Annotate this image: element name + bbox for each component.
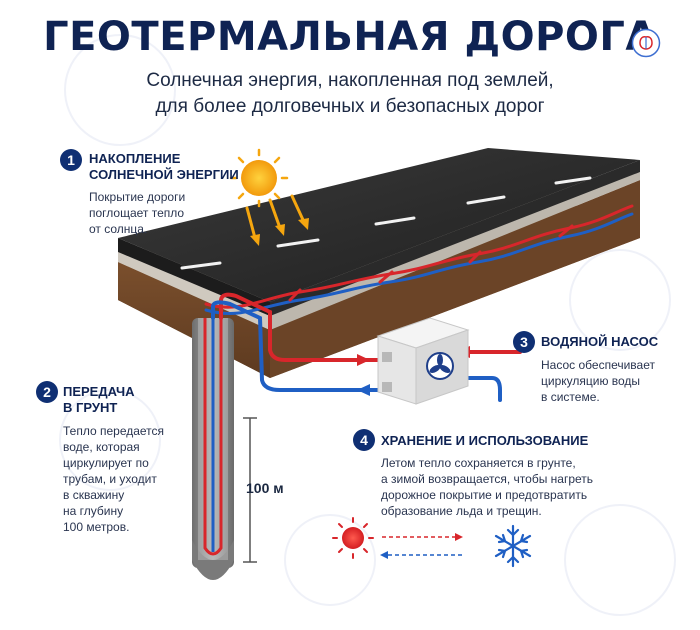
subtitle-line: Солнечная энергия, накопленная под земле… [146, 70, 554, 91]
page-title: ГЕОТЕРМАЛЬНАЯ ДОРОГА [43, 14, 657, 60]
water-pump-icon [376, 317, 470, 405]
step-2-text-line: трубам, и уходит [63, 472, 157, 486]
step-3-text-line: Насос обеспечивает [541, 358, 655, 372]
sun-icon [229, 148, 309, 246]
borehole-hot-pipe [203, 318, 223, 556]
step-1-title: НАКОПЛЕНИЕ СОЛНЕЧНОЙ ЭНЕРГИИ [89, 151, 239, 183]
step-4-text-line: а зимой возвращается, чтобы нагреть [381, 472, 594, 486]
step-4-text: Летом тепло сохраняется в грунте, а зимо… [381, 455, 593, 519]
step-3-title-line: ВОДЯНОЙ НАСОС [541, 334, 659, 349]
road-cross-section [118, 148, 640, 378]
step-4-title: ХРАНЕНИЕ И ИСПОЛЬЗОВАНИЕ [381, 433, 588, 449]
step-2-title-line: ПЕРЕДАЧА [63, 384, 135, 399]
snowflake-icon [494, 524, 532, 568]
subtitle-line: для более долговечных и безопасных дорог [155, 96, 545, 117]
step-2-text-line: Тепло передается [63, 424, 165, 438]
borehole [192, 318, 234, 580]
step-2-badge: 2 [36, 381, 58, 403]
step-1-text-line: от солнца. [89, 222, 148, 236]
brain-logo-icon [631, 28, 661, 58]
step-2-title: ПЕРЕДАЧА В ГРУНТ [63, 384, 135, 416]
road-heating-pipes [204, 204, 634, 315]
page-subtitle: Солнечная энергия, накопленная под земле… [0, 68, 700, 120]
step-3-badge: 3 [513, 331, 535, 353]
step-1-text-line: поглощает тепло [89, 206, 185, 220]
red-sun-icon [332, 517, 374, 559]
step-4-text-line: дорожное покрытие и предотвратить [381, 488, 588, 502]
step-1-title-line: СОЛНЕЧНОЙ ЭНЕРГИИ [89, 167, 239, 182]
step-1-badge: 1 [60, 149, 82, 171]
step-2-title-line: В ГРУНТ [63, 400, 118, 415]
seasonal-exchange [332, 517, 532, 568]
step-3-text-line: циркуляцию воды [541, 374, 641, 388]
step-1-text: Покрытие дороги поглощает тепло от солнц… [89, 189, 185, 237]
step-2-text: Тепло передается воде, которая циркулиру… [63, 423, 164, 535]
lane-markings [180, 176, 592, 270]
step-2-text-line: воде, которая [63, 440, 140, 454]
step-2-text-line: на глубину [63, 504, 124, 518]
step-2-text-line: циркулирует по [63, 456, 149, 470]
depth-ruler [243, 417, 257, 563]
step-4-text-line: образование льда и трещин. [381, 504, 542, 518]
depth-label: 100 м [246, 480, 284, 496]
step-4-badge: 4 [353, 429, 375, 451]
step-4-text-line: Летом тепло сохраняется в грунте, [381, 456, 576, 470]
step-1-text-line: Покрытие дороги [89, 190, 186, 204]
step-1-title-line: НАКОПЛЕНИЕ [89, 151, 181, 166]
step-3-title: ВОДЯНОЙ НАСОС [541, 334, 658, 350]
step-2-text-line: в скважину [63, 488, 125, 502]
step-2-text-line: 100 метров. [63, 520, 130, 534]
background-watermarks [59, 34, 676, 616]
step-4-title-line: ХРАНЕНИЕ И ИСПОЛЬЗОВАНИЕ [381, 433, 589, 448]
step-3-text: Насос обеспечивает циркуляцию воды в сис… [541, 357, 655, 405]
step-3-text-line: в системе. [541, 390, 600, 404]
